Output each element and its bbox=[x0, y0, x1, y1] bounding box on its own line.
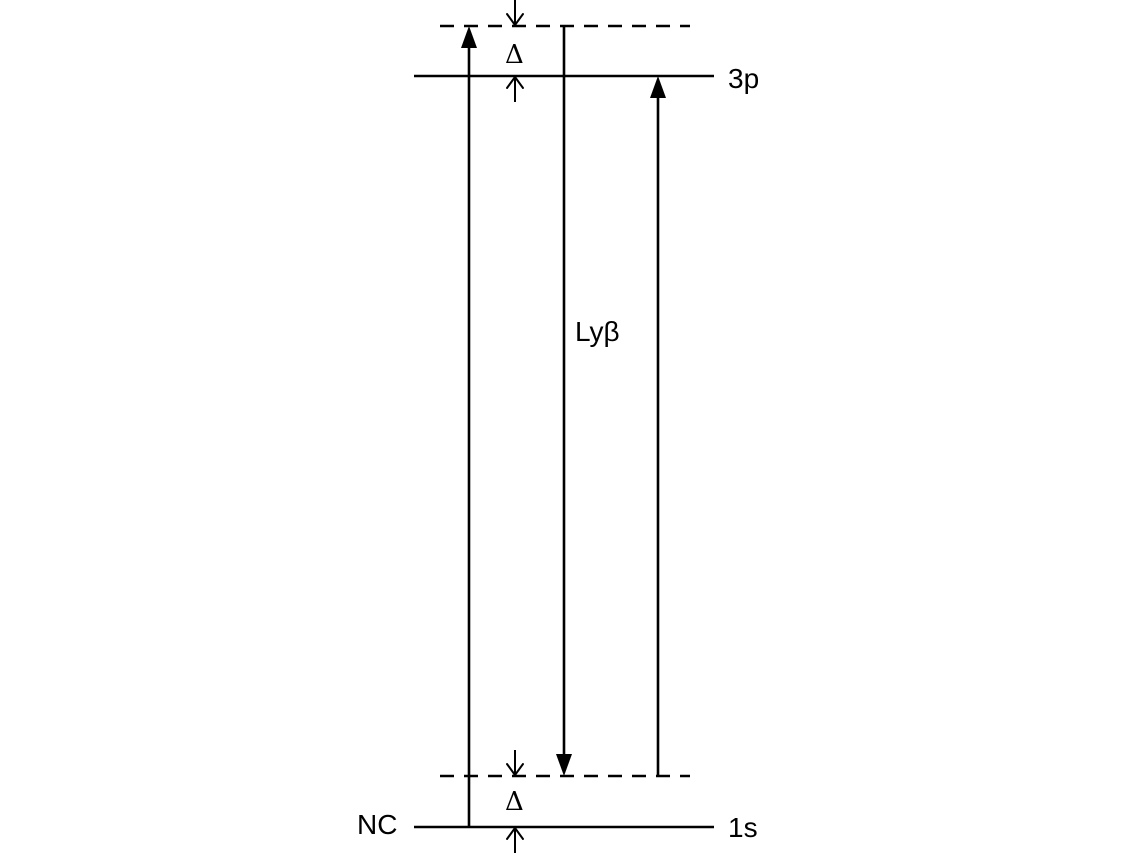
top-delta-up-arrow bbox=[506, 76, 524, 102]
bottom-delta-down-arrow bbox=[506, 750, 524, 776]
excitation-arrow-right bbox=[650, 76, 666, 776]
bottom-delta-up-arrow bbox=[506, 827, 524, 853]
level-3p-label: 3p bbox=[728, 63, 759, 94]
level-1s-label: 1s bbox=[728, 812, 758, 843]
level-nc-label: NC bbox=[357, 809, 397, 840]
emission-arrow-lybeta bbox=[556, 26, 572, 776]
top-delta-down-arrow bbox=[506, 0, 524, 26]
transition-label: Lyβ bbox=[575, 316, 620, 347]
bottom-delta-label: Δ bbox=[505, 787, 524, 817]
excitation-arrow-left bbox=[461, 26, 477, 827]
top-delta-label: Δ bbox=[505, 40, 524, 70]
